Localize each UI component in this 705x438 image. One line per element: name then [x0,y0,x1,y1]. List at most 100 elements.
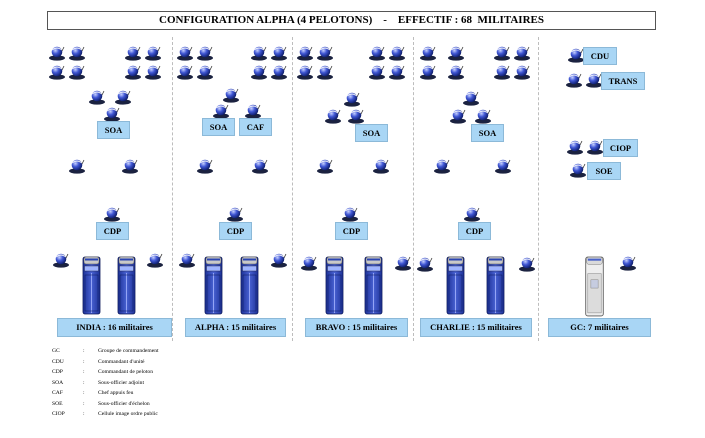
legend-abbr: SOA [52,379,64,386]
legend-abbr: GC [52,348,60,354]
trooper-icon [196,45,214,61]
trooper-icon [196,158,214,174]
trooper-icon [250,45,268,61]
legend-text: Chef appuis feu [98,390,134,396]
cdp-badge: CDP [458,222,491,240]
diagram-title: CONFIGURATION ALPHA (4 PELOTONS) - EFFEC… [47,11,656,30]
legend-text: Cellule image ordre public [98,411,158,417]
trooper-icon [493,45,511,61]
trooper-icon [144,45,162,61]
soa-badge: SOA [97,121,130,139]
trooper-icon [347,108,365,124]
trooper-icon [244,103,262,119]
footer-charlie: CHARLIE : 15 militaires [420,318,532,337]
vehicle-icon [117,255,136,315]
legend-abbr: CIOP [52,411,65,417]
trooper-icon [48,64,66,80]
legend-sep: : [83,411,85,417]
trooper-icon [103,106,121,122]
trooper-icon [114,89,132,105]
footer-india: INDIA : 16 militaires [57,318,172,337]
caf-badge: CAF [239,118,272,136]
legend-row: SOE:Sous-officier d'échelon [52,399,159,410]
footer-alpha: ALPHA : 15 militaires [185,318,286,337]
column-divider [292,37,293,341]
cdp-badge: CDP [219,222,252,240]
trooper-icon [250,64,268,80]
trooper-icon [433,158,451,174]
trooper-icon [388,64,406,80]
legend-sep: : [83,400,85,407]
legend-row: CDP:Commandant de peloton [52,367,159,378]
trooper-icon [52,252,70,268]
column-divider [172,37,173,341]
cdu-badge: CDU [583,47,617,65]
trooper-icon [619,255,637,271]
trooper-icon [372,158,390,174]
legend-text: Commandant de peloton [98,369,153,375]
ciop-badge: CIOP [603,139,638,157]
trooper-icon [124,64,142,80]
trooper-icon [251,158,269,174]
legend-abbr: CAF [52,390,63,396]
trooper-icon [419,64,437,80]
trooper-icon [68,45,86,61]
footer-gc: GC: 7 militaires [548,318,651,337]
legend-sep: : [83,390,85,396]
trooper-icon [270,45,288,61]
vehicle-icon [446,255,465,315]
trooper-icon [388,45,406,61]
trooper-icon [300,255,318,271]
trooper-icon [518,256,536,272]
trooper-icon [68,64,86,80]
legend-text: Commandant d'unité [98,358,145,365]
trooper-icon [447,45,465,61]
trooper-icon [270,252,288,268]
trooper-icon [416,256,434,272]
column-divider [413,37,414,341]
trooper-icon [494,158,512,174]
legend-sep: : [83,348,85,354]
vehicle-icon [364,255,383,315]
trooper-icon [341,206,359,222]
trooper-icon [394,255,412,271]
trooper-icon [176,64,194,80]
trooper-icon [513,45,531,61]
legend-text: Sous-officier adjoint [98,379,145,386]
trooper-icon [146,252,164,268]
legend-abbr: CDU [52,358,64,365]
trooper-icon [324,108,342,124]
legend-sep: : [83,379,85,386]
trooper-icon [121,158,139,174]
trooper-icon [144,64,162,80]
trooper-icon [462,90,480,106]
footer-bravo: BRAVO : 15 militaires [305,318,408,337]
soa-badge: SOA [355,124,388,142]
trooper-icon [296,45,314,61]
legend-row: GC: Groupe de commandement [52,346,159,357]
legend-sep: : [83,369,85,375]
legend-row: CAF: Chef appuis feu [52,388,159,399]
vehicle-icon [486,255,505,315]
vehicle-icon [240,255,259,315]
trooper-icon [463,206,481,222]
trooper-icon [226,206,244,222]
trooper-icon [586,139,604,155]
trooper-icon [296,64,314,80]
trans-badge: TRANS [601,72,645,90]
legend-row: SOA: Sous-officier adjoint [52,378,159,389]
trooper-icon [316,64,334,80]
vehicle-icon [82,255,101,315]
trooper-icon [103,206,121,222]
legend-row: CDU:Commandant d'unité [52,357,159,368]
trooper-icon [212,103,230,119]
trooper-icon [178,252,196,268]
trooper-icon [569,162,587,178]
cdp-badge: CDP [96,222,129,240]
trooper-icon [270,64,288,80]
trooper-icon [566,139,584,155]
cdp-badge: CDP [335,222,368,240]
legend-text: Groupe de commandement [98,348,159,354]
trooper-icon [449,108,467,124]
trooper-icon [176,45,194,61]
